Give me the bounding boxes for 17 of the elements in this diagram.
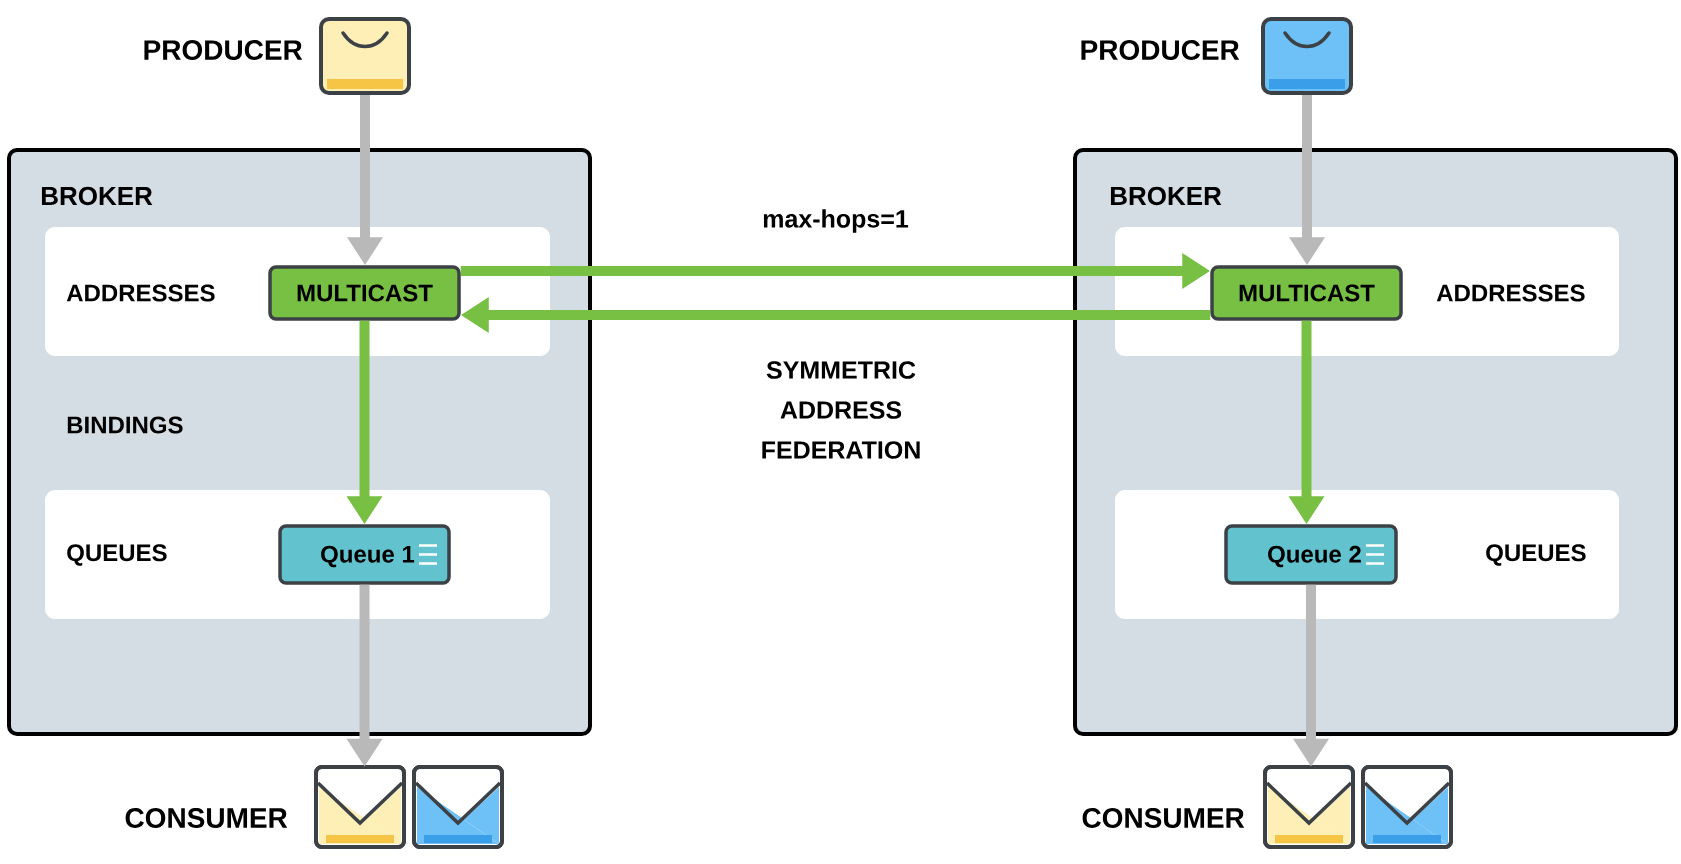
address-box: MULTICAST (268, 265, 461, 321)
edge-label: max-hops=1 (760, 207, 911, 235)
queue-box: Queue 1 (278, 524, 451, 585)
panel-label: ADDRESSES (66, 284, 215, 302)
panel-label: QUEUES (1486, 544, 1586, 566)
address-box: MULTICAST (1210, 265, 1403, 321)
producer-label: PRODUCER (1081, 40, 1240, 60)
consumer-label: CONSUMER (1082, 808, 1245, 828)
panel-label: QUEUES (67, 544, 167, 566)
section-label: BINDINGS (67, 416, 183, 434)
consumer-label: CONSUMER (125, 808, 288, 828)
broker-label: BROKER (1110, 186, 1222, 206)
caption-text: SYMMETRIC ADDRESS FEDERATION (762, 361, 920, 459)
queue-box: Queue 2 (1224, 524, 1398, 585)
broker-label: BROKER (41, 186, 153, 206)
panel-label: ADDRESSES (1436, 284, 1585, 302)
producer-label: PRODUCER (144, 40, 303, 60)
